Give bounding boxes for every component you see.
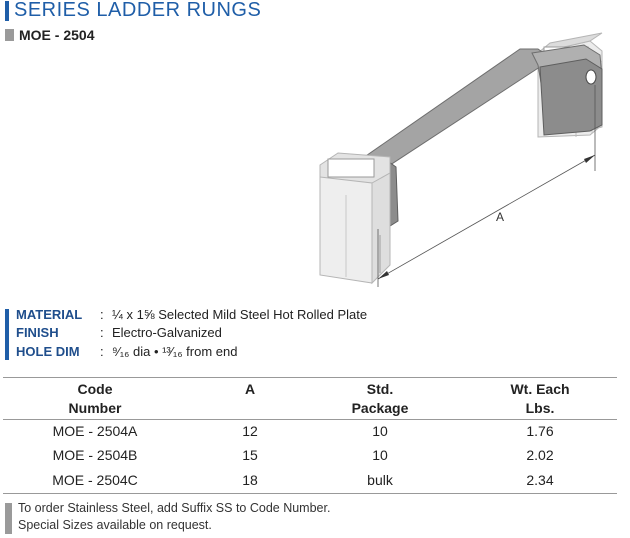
subtitle-accent-bar [5,29,14,41]
header-line: Lbs. [525,400,555,416]
header-line: Std. [366,381,394,397]
cell-code: MOE - 2504A [52,423,138,439]
cell-package: 10 [372,447,388,463]
cell-weight: 2.34 [526,472,554,488]
cell-code: MOE - 2504B [52,447,138,463]
page-title: SERIES LADDER RUNGS [14,0,262,21]
cell-a: 12 [242,423,258,439]
page-subtitle: MOE - 2504 [19,27,95,43]
table-header-rule [3,419,617,420]
footer-note-stainless: To order Stainless Steel, add Suffix SS … [18,501,331,515]
spec-colon: : [100,307,104,322]
cell-code: MOE - 2504C [52,472,138,488]
specs-accent-bar [5,309,9,360]
spec-colon: : [100,344,104,359]
footer-accent-bar [5,503,12,534]
ladder-rung-drawing: A [319,32,603,287]
dimension-a: A [377,85,596,287]
footer-note-special-sizes: Special Sizes available on request. [18,518,212,532]
header-std-package: Std. Package [300,380,460,418]
header-code: Code Number [20,380,170,418]
left-channel-strut [319,152,391,285]
cell-a: 15 [242,447,258,463]
header-line: A [244,381,256,397]
header-weight: Wt. Each Lbs. [460,380,620,418]
header-line: Package [351,400,409,416]
dimension-a-label: A [496,210,504,224]
spec-label: HOLE DIM [16,344,80,359]
header-line: Wt. Each [510,381,570,397]
cell-weight: 2.02 [526,447,554,463]
spec-colon: : [100,325,104,340]
cell-weight: 1.76 [526,423,554,439]
table-bottom-rule [3,493,617,494]
header-line: Number [68,400,122,416]
spec-value: ⁹⁄₁₆ dia • ¹³⁄₁₆ from end [112,344,238,359]
cell-package: bulk [367,472,393,488]
spec-label: MATERIAL [16,307,83,322]
title-accent-bar [5,1,9,21]
header-line: Code [77,381,113,397]
spec-value: Electro-Galvanized [112,325,222,340]
spec-value: ¼ x 1⅝ Selected Mild Steel Hot Rolled Pl… [112,307,368,322]
spec-label: FINISH [16,325,59,340]
table-top-rule [3,377,617,378]
header-a: A [200,380,300,399]
cell-package: 10 [372,423,388,439]
cell-a: 18 [242,472,258,488]
